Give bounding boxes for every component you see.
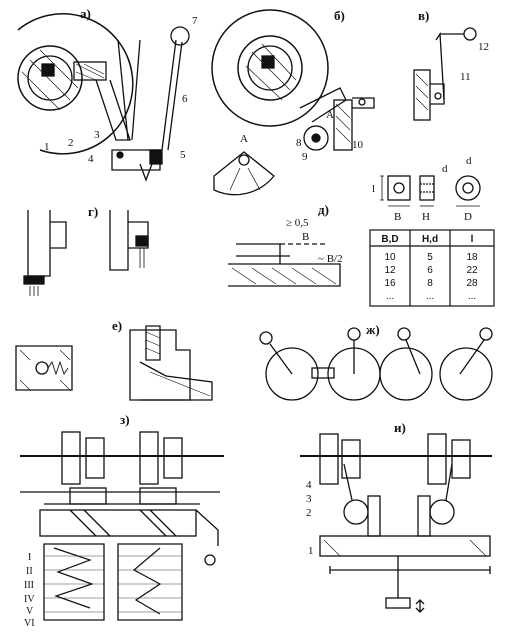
part-label-5: 5	[180, 149, 186, 161]
part-label-10: 10	[352, 139, 364, 151]
row-IV: IV	[24, 594, 35, 605]
table-cell: ...	[386, 291, 394, 302]
panel-d-label: д)	[318, 202, 329, 217]
i-part-label-4: 4	[306, 479, 312, 491]
dim-D: D	[464, 211, 472, 223]
part-label-7: 7	[192, 15, 198, 27]
i-part-label-2: 2	[306, 507, 312, 519]
part-label-2: 2	[68, 137, 74, 149]
half-label: ~ B/2	[318, 253, 343, 265]
row-VI: VI	[24, 618, 35, 629]
dim-d2: d	[466, 155, 472, 167]
panel-z: з) I II III IV V VI	[20, 412, 224, 629]
table-cell: 16	[384, 278, 396, 289]
panel-v-label: в)	[418, 8, 429, 23]
row-I: I	[28, 552, 31, 563]
part-label-11: 11	[460, 71, 471, 83]
width-label: B	[302, 231, 309, 243]
table-header: B,D	[381, 234, 398, 245]
table-header: H,d	[422, 234, 438, 245]
part-label-6: 6	[182, 93, 188, 105]
size-table: B,D H,d l 10 5 18 12 6 22 16 8 28.........	[369, 229, 495, 307]
section-view-label: А	[240, 133, 248, 145]
table-cell: 8	[427, 278, 433, 289]
table-cell: 10	[384, 252, 396, 263]
panel-e-label: е)	[112, 318, 122, 333]
table-cell: 5	[427, 252, 433, 263]
gap-label: ≥ 0,5	[286, 217, 309, 229]
part-label-3: 3	[94, 129, 100, 141]
panel-zh: ж)	[259, 322, 493, 401]
panel-b-label: б)	[334, 8, 345, 23]
panel-i: и) 4 3 2 1	[300, 420, 492, 613]
row-III: III	[24, 580, 34, 591]
part-label-1: 1	[44, 141, 50, 153]
panel-a-label: а)	[80, 6, 91, 21]
part-label-8: 8	[296, 137, 302, 149]
table-cell: ...	[426, 291, 434, 302]
dimension-sketches: l B H d D d	[372, 155, 481, 223]
dim-l: l	[372, 183, 375, 195]
table-cell: 18	[466, 252, 478, 263]
row-V: V	[26, 606, 34, 617]
panel-g-label: г)	[88, 204, 98, 219]
table-cell: 22	[466, 265, 478, 276]
panel-i-label: и)	[394, 420, 406, 435]
panel-v: в) 12 11	[413, 8, 489, 121]
dim-H: H	[422, 211, 430, 223]
panel-z-label: з)	[120, 412, 130, 427]
table-cell: 6	[427, 265, 433, 276]
part-label-4: 4	[88, 153, 94, 165]
part-label-12: 12	[478, 41, 489, 53]
table-cell: 28	[466, 278, 478, 289]
panel-a: а) 1 2 3 4 5 6 7	[17, 6, 198, 182]
dim-d1: d	[442, 163, 448, 175]
table-cell: 12	[384, 265, 396, 276]
row-II: II	[26, 566, 33, 577]
part-label-9: 9	[302, 151, 308, 163]
panel-b: б) А 8 9 10 А	[211, 8, 375, 196]
table-cell: ...	[468, 291, 476, 302]
i-part-label-3: 3	[306, 493, 312, 505]
panel-e: е)	[15, 318, 213, 401]
panel-d: д) ≥ 0,5 B ~ B/2	[228, 202, 343, 287]
panel-zh-label: ж)	[366, 322, 380, 337]
section-label-top: А	[326, 109, 334, 121]
i-part-label-1: 1	[308, 545, 314, 557]
dim-B: B	[394, 211, 401, 223]
table-header: l	[471, 234, 474, 245]
panel-g: г)	[23, 204, 149, 296]
